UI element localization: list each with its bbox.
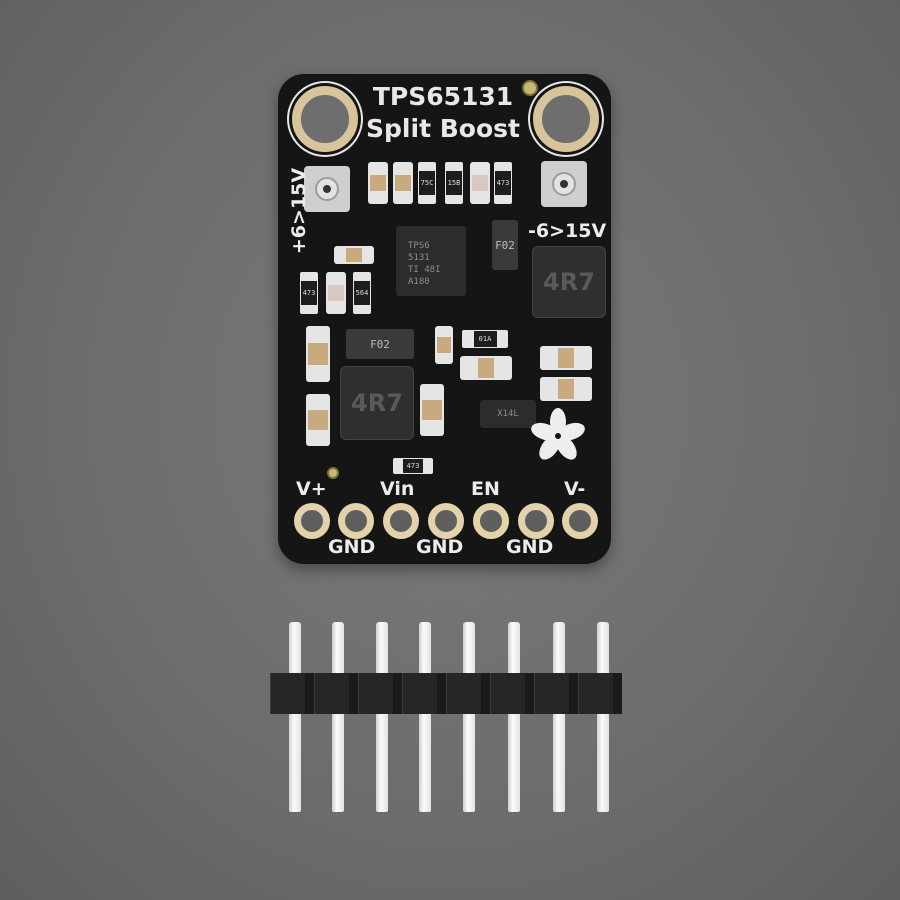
- header-plastic-body: [270, 673, 622, 714]
- ic-marking-line: TPS6: [408, 241, 430, 251]
- diode-marking: F02: [495, 238, 515, 252]
- fiducial-mark: [327, 467, 339, 479]
- capacitor: [334, 246, 374, 264]
- pin-label-vin: Vin: [380, 478, 415, 500]
- trimpot-negative[interactable]: [541, 161, 587, 207]
- resistor: 564: [353, 272, 371, 314]
- trimpot-positive[interactable]: [304, 166, 350, 212]
- header-pin: [376, 622, 388, 812]
- capacitor: [470, 162, 490, 204]
- capacitor: [306, 394, 330, 446]
- pin-label-vplus: V+: [296, 478, 327, 500]
- transistor: X14L: [480, 400, 536, 428]
- mounting-hole-left: [292, 86, 358, 152]
- header-pin: [508, 622, 520, 812]
- capacitor: [460, 356, 512, 380]
- resistor: 01A: [462, 330, 508, 348]
- header-pin: [289, 622, 301, 812]
- resistor: 473: [393, 458, 433, 474]
- pin-label-gnd: GND: [506, 536, 554, 558]
- header-pin: [597, 622, 609, 812]
- capacitor: [540, 346, 592, 370]
- pin-label-en: EN: [471, 478, 500, 500]
- pin-label-gnd: GND: [328, 536, 376, 558]
- capacitor: [540, 377, 592, 401]
- pcb-board: TPS65131 Split Boost +6>15V -6>15V 75C 1…: [278, 74, 611, 564]
- resistor: 473: [494, 162, 512, 204]
- pin-label-vminus: V-: [564, 478, 586, 500]
- capacitor: [326, 272, 346, 314]
- tps65131-ic: TPS6 5131 TI 48I A180: [396, 226, 466, 296]
- pin-pad-vplus[interactable]: [294, 503, 330, 539]
- ic-marking-line: A180: [408, 277, 430, 287]
- header-pin: [463, 622, 475, 812]
- resistor: 473: [300, 272, 318, 314]
- fiducial-mark: [522, 80, 538, 96]
- pin-pad-gnd[interactable]: [518, 503, 554, 539]
- pin-pad-gnd[interactable]: [428, 503, 464, 539]
- transistor-marking: X14L: [497, 409, 519, 419]
- adafruit-flower-logo: [531, 408, 585, 460]
- schottky-diode: F02: [346, 329, 414, 359]
- negative-voltage-range-label: -6>15V: [528, 220, 607, 242]
- mounting-hole-right: [533, 86, 599, 152]
- positive-voltage-range-label: +6>15V: [288, 167, 310, 255]
- header-pin: [553, 622, 565, 812]
- inductor: 4R7: [340, 366, 414, 440]
- capacitor: [306, 326, 330, 382]
- resistor: 15B: [445, 162, 463, 204]
- board-title-line2: Split Boost: [366, 114, 520, 143]
- capacitor: [435, 326, 453, 364]
- inductor-marking: 4R7: [543, 268, 595, 296]
- board-title-line1: TPS65131: [372, 82, 514, 111]
- ic-marking-line: 5131: [408, 253, 430, 263]
- capacitor: [420, 384, 444, 436]
- pin-label-gnd: GND: [416, 536, 464, 558]
- pin-pad-vin[interactable]: [383, 503, 419, 539]
- inductor-marking: 4R7: [351, 389, 403, 417]
- capacitor: [393, 162, 413, 204]
- header-pin: [332, 622, 344, 812]
- diode-marking: F02: [370, 337, 390, 351]
- capacitor: [368, 162, 388, 204]
- pin-pad-gnd[interactable]: [338, 503, 374, 539]
- inductor: 4R7: [532, 246, 606, 318]
- pin-pad-en[interactable]: [473, 503, 509, 539]
- resistor: 75C: [418, 162, 436, 204]
- header-pin: [419, 622, 431, 812]
- schottky-diode: F02: [492, 220, 518, 270]
- ic-marking-line: TI 48I: [408, 265, 441, 275]
- pin-pad-vminus[interactable]: [562, 503, 598, 539]
